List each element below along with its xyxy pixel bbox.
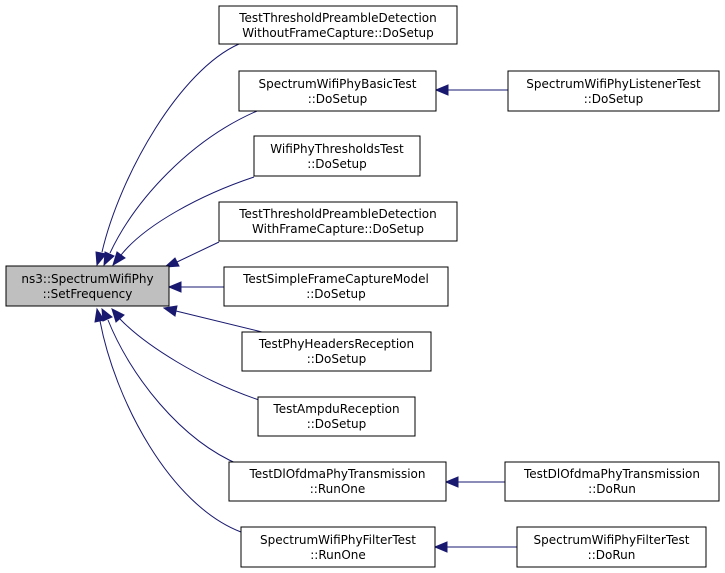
node-headers-reception-line2: ::DoSetup bbox=[307, 352, 367, 366]
node-simple-capture-line2: ::DoSetup bbox=[306, 287, 366, 301]
edge-basic-test-to-set-frequency bbox=[103, 110, 258, 267]
edge-ampdu-reception-to-set-frequency bbox=[111, 308, 260, 401]
node-dlofdma-runone[interactable]: TestDlOfdmaPhyTransmission ::RunOne bbox=[228, 461, 447, 502]
edge-preamble-with-to-set-frequency bbox=[163, 241, 220, 268]
node-thresholds-test-line2: ::DoSetup bbox=[307, 157, 367, 171]
node-listener-test-line1: SpectrumWifiPhyListenerTest bbox=[526, 77, 701, 91]
node-preamble-with[interactable]: TestThresholdPreambleDetection WithFrame… bbox=[218, 201, 458, 242]
node-set-frequency-line1: ns3::SpectrumWifiPhy bbox=[21, 272, 153, 286]
node-filter-runone-line2: ::RunOne bbox=[310, 548, 366, 562]
node-set-frequency[interactable]: ns3::SpectrumWifiPhy ::SetFrequency bbox=[5, 265, 170, 307]
node-filter-dorun-line2: ::DoRun bbox=[588, 548, 636, 562]
node-filter-dorun[interactable]: SpectrumWifiPhyFilterTest ::DoRun bbox=[516, 526, 707, 568]
node-ampdu-reception-line1: TestAmpduReception bbox=[272, 402, 399, 416]
edge-dlofdma-runone-to-set-frequency bbox=[101, 307, 241, 466]
node-ampdu-reception[interactable]: TestAmpduReception ::DoSetup bbox=[257, 396, 416, 437]
node-preamble-without-line2: WithoutFrameCapture::DoSetup bbox=[242, 26, 434, 40]
node-dlofdma-dorun[interactable]: TestDlOfdmaPhyTransmission ::DoRun bbox=[504, 461, 720, 502]
edge-dlofdma-dorun-to-dlofdma-runone bbox=[444, 476, 505, 488]
edge-filter-dorun-to-filter-runone bbox=[433, 541, 517, 553]
node-basic-test[interactable]: SpectrumWifiPhyBasicTest ::DoSetup bbox=[238, 70, 437, 112]
edge-thresholds-test-to-set-frequency bbox=[112, 176, 255, 267]
node-preamble-without[interactable]: TestThresholdPreambleDetection WithoutFr… bbox=[218, 5, 458, 45]
node-simple-capture[interactable]: TestSimpleFrameCaptureModel ::DoSetup bbox=[223, 266, 449, 307]
node-ampdu-reception-line2: ::DoSetup bbox=[307, 417, 367, 431]
nodes-layer: ns3::SpectrumWifiPhy ::SetFrequency Test… bbox=[5, 5, 720, 568]
node-filter-runone[interactable]: SpectrumWifiPhyFilterTest ::RunOne bbox=[240, 526, 436, 568]
edge-simple-capture-to-set-frequency bbox=[167, 281, 224, 293]
node-listener-test[interactable]: SpectrumWifiPhyListenerTest ::DoSetup bbox=[507, 70, 720, 112]
node-dlofdma-runone-line2: ::RunOne bbox=[310, 482, 366, 496]
node-filter-dorun-line1: SpectrumWifiPhyFilterTest bbox=[534, 533, 690, 547]
node-preamble-with-line2: WithFrameCapture::DoSetup bbox=[252, 222, 424, 236]
node-basic-test-line1: SpectrumWifiPhyBasicTest bbox=[259, 77, 417, 91]
node-basic-test-line2: ::DoSetup bbox=[308, 92, 368, 106]
node-dlofdma-runone-line1: TestDlOfdmaPhyTransmission bbox=[249, 467, 426, 481]
edge-preamble-without-to-set-frequency bbox=[95, 43, 240, 267]
node-filter-runone-line1: SpectrumWifiPhyFilterTest bbox=[260, 533, 416, 547]
node-preamble-with-line1: TestThresholdPreambleDetection bbox=[238, 207, 437, 221]
node-dlofdma-dorun-line1: TestDlOfdmaPhyTransmission bbox=[523, 467, 700, 481]
node-listener-test-line2: ::DoSetup bbox=[584, 92, 644, 106]
node-preamble-without-line1: TestThresholdPreambleDetection bbox=[238, 11, 437, 25]
node-set-frequency-line2: ::SetFrequency bbox=[43, 287, 133, 301]
node-headers-reception[interactable]: TestPhyHeadersReception ::DoSetup bbox=[241, 331, 432, 372]
node-simple-capture-line1: TestSimpleFrameCaptureModel bbox=[242, 272, 429, 286]
edge-headers-reception-to-set-frequency bbox=[162, 305, 263, 333]
node-headers-reception-line1: TestPhyHeadersReception bbox=[258, 337, 414, 351]
edge-filter-runone-to-set-frequency bbox=[94, 307, 242, 533]
node-dlofdma-dorun-line2: ::DoRun bbox=[588, 482, 636, 496]
edge-listener-test-to-basic-test bbox=[434, 84, 508, 96]
edges-layer bbox=[94, 43, 517, 553]
node-thresholds-test[interactable]: WifiPhyThresholdsTest ::DoSetup bbox=[253, 135, 421, 177]
node-thresholds-test-line1: WifiPhyThresholdsTest bbox=[270, 142, 404, 156]
